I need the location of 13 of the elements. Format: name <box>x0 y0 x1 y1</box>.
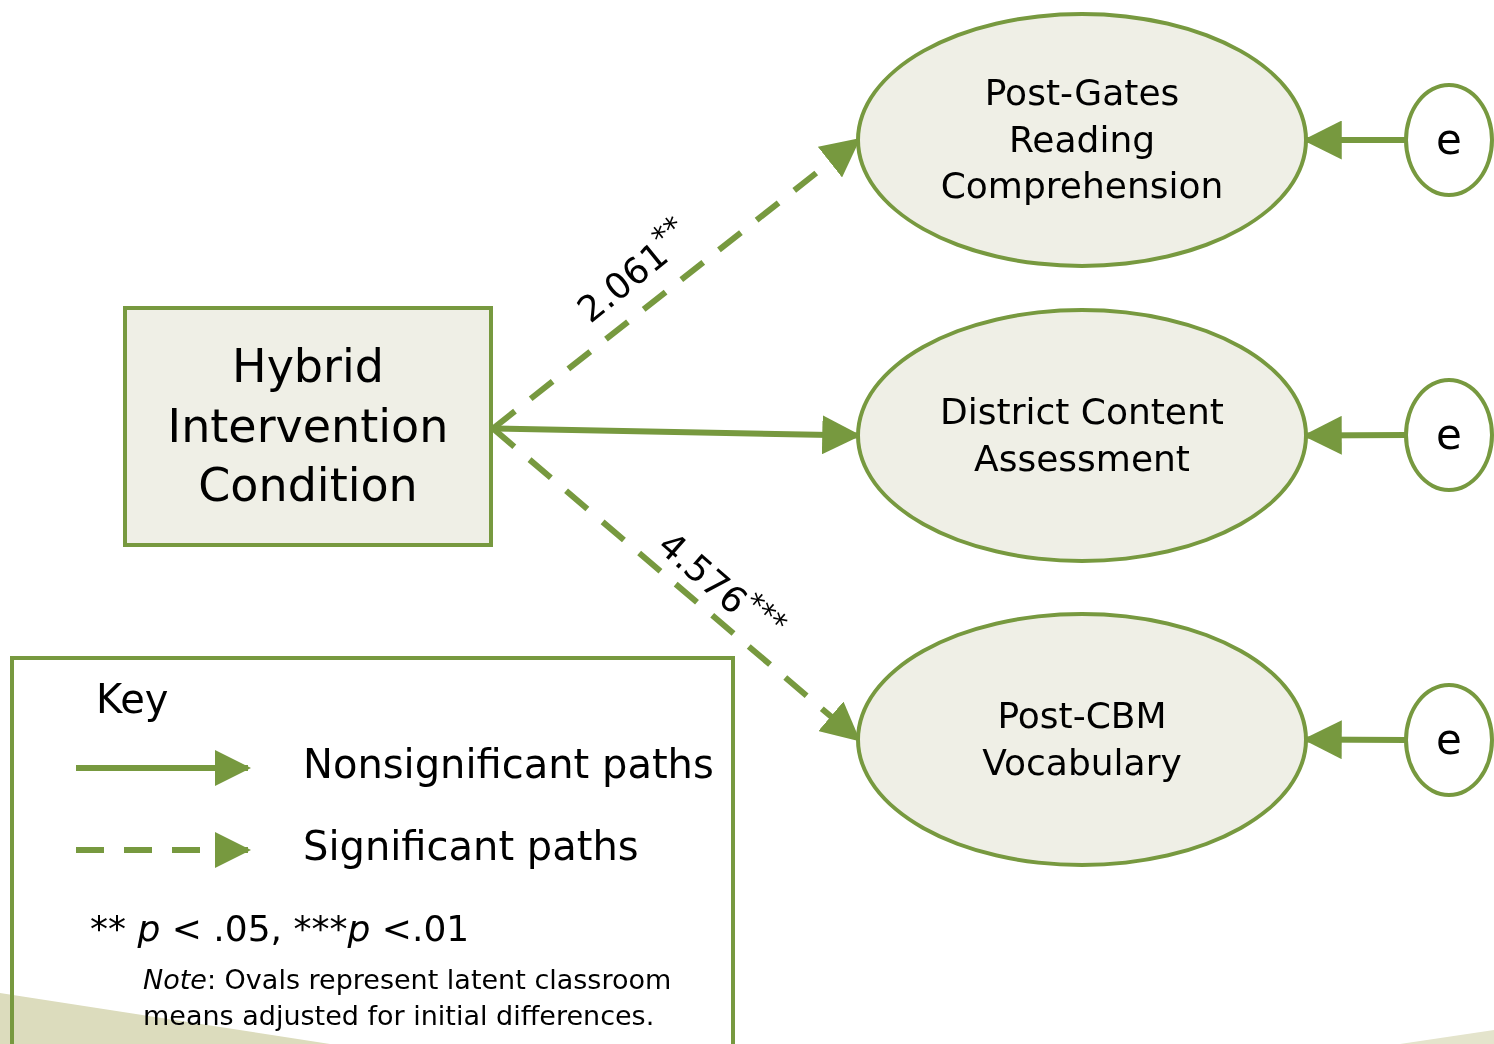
node-label: Post-Gates Reading Comprehension <box>939 70 1225 209</box>
node-label: District Content Assessment <box>939 389 1225 481</box>
significance-note: ** p < .05, ***p <.01 <box>90 907 470 951</box>
variable-box <box>123 306 493 547</box>
key-title: Key <box>96 675 169 724</box>
node-label: Post-CBM Vocabulary <box>981 693 1183 785</box>
legend-label: Nonsignificant paths <box>303 740 714 788</box>
legend-label: Significant paths <box>303 822 639 870</box>
note-text: Note: Ovals represent latent classroom means adjusted for initial differences. <box>143 963 673 1034</box>
node-label: e <box>1436 113 1462 166</box>
node-label: e <box>1436 713 1462 766</box>
node-label: e <box>1436 408 1462 461</box>
node-label: Hybrid Intervention Condition <box>166 337 450 515</box>
